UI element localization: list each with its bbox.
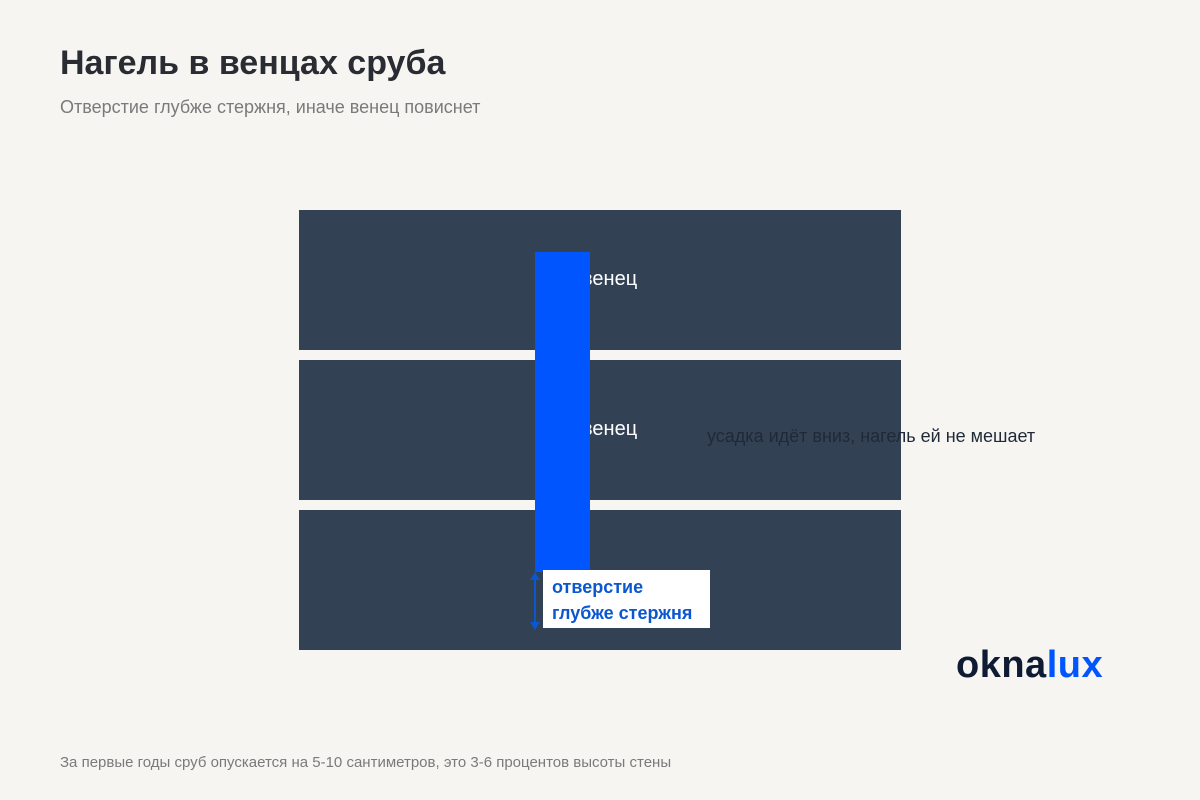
log-top: венец xyxy=(299,210,901,350)
log-middle: венец xyxy=(299,360,901,500)
footnote: За первые годы сруб опускается на 5-10 с… xyxy=(60,754,672,771)
dowel-peg xyxy=(535,252,590,572)
shrinkage-note: усадка идёт вниз, нагель ей не мешает xyxy=(707,426,1036,446)
callout-line-1: отверстие xyxy=(552,577,644,597)
page-title: Нагель в венцах сруба xyxy=(60,44,446,82)
hole-depth-callout: отверстие глубже стержня xyxy=(543,570,710,628)
log-label-middle: венец xyxy=(582,418,638,440)
brand-logo: oknalux xyxy=(956,644,1103,687)
callout-line-2: глубже стержня xyxy=(552,603,693,623)
page-subtitle: Отверстие глубже стержня, иначе венец по… xyxy=(60,97,481,117)
logo-part-2: lux xyxy=(1046,644,1104,686)
gap-arrow-icon xyxy=(530,572,540,630)
log-label-top: венец xyxy=(582,268,638,290)
logo-part-1: okna xyxy=(956,644,1047,686)
